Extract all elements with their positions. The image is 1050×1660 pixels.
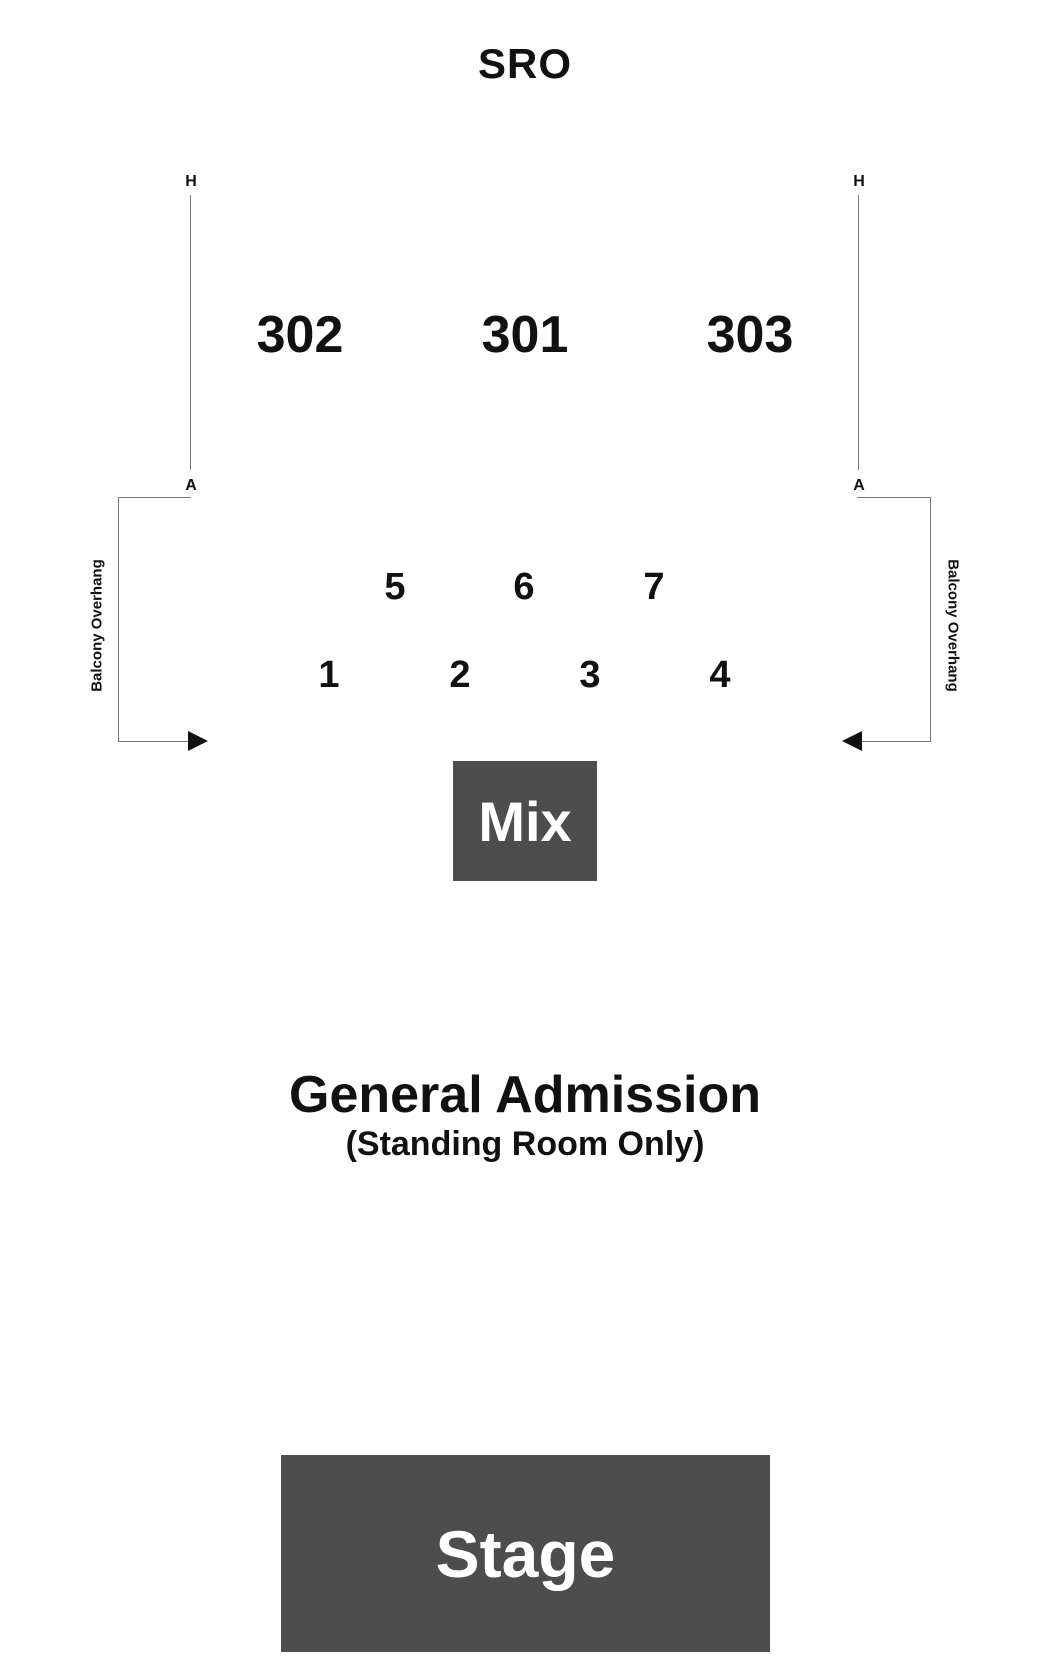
stage-label: Stage [435,1516,616,1591]
general-admission-section[interactable]: General Admission [289,1066,761,1124]
row-a-left-label: A [185,477,197,494]
section-7[interactable]: 7 [643,566,665,608]
row-marker-line-right [858,195,859,470]
section-2[interactable]: 2 [449,654,471,696]
section-6[interactable]: 6 [513,566,535,608]
overhang-bracket-right-side [930,497,931,742]
section-1[interactable]: 1 [318,654,340,696]
section-301[interactable]: 301 [481,306,569,364]
row-h-left-label: H [185,173,197,190]
overhang-bracket-left-bottom [118,741,188,742]
balcony-overhang-left-label: Balcony Overhang [88,559,106,692]
balcony-overhang-right-label: Balcony Overhang [944,559,962,692]
row-marker-line-left [190,195,191,470]
general-admission-subtitle: (Standing Room Only) [345,1125,705,1163]
overhang-bracket-left-top [118,497,191,498]
stage: Stage [281,1455,770,1652]
section-5[interactable]: 5 [384,566,406,608]
sro-label: SRO [477,40,572,87]
arrow-right-icon [188,731,208,751]
overhang-bracket-right-top [857,497,931,498]
overhang-bracket-left-side [118,497,119,742]
mix-label: Mix [478,789,572,853]
arrow-left-icon [842,731,862,751]
mix-booth: Mix [453,761,597,881]
row-h-right-label: H [853,173,865,190]
section-4[interactable]: 4 [709,654,731,696]
section-302[interactable]: 302 [256,306,344,364]
section-303[interactable]: 303 [706,306,794,364]
section-3[interactable]: 3 [579,654,601,696]
overhang-bracket-right-bottom [862,741,931,742]
row-a-right-label: A [853,477,865,494]
